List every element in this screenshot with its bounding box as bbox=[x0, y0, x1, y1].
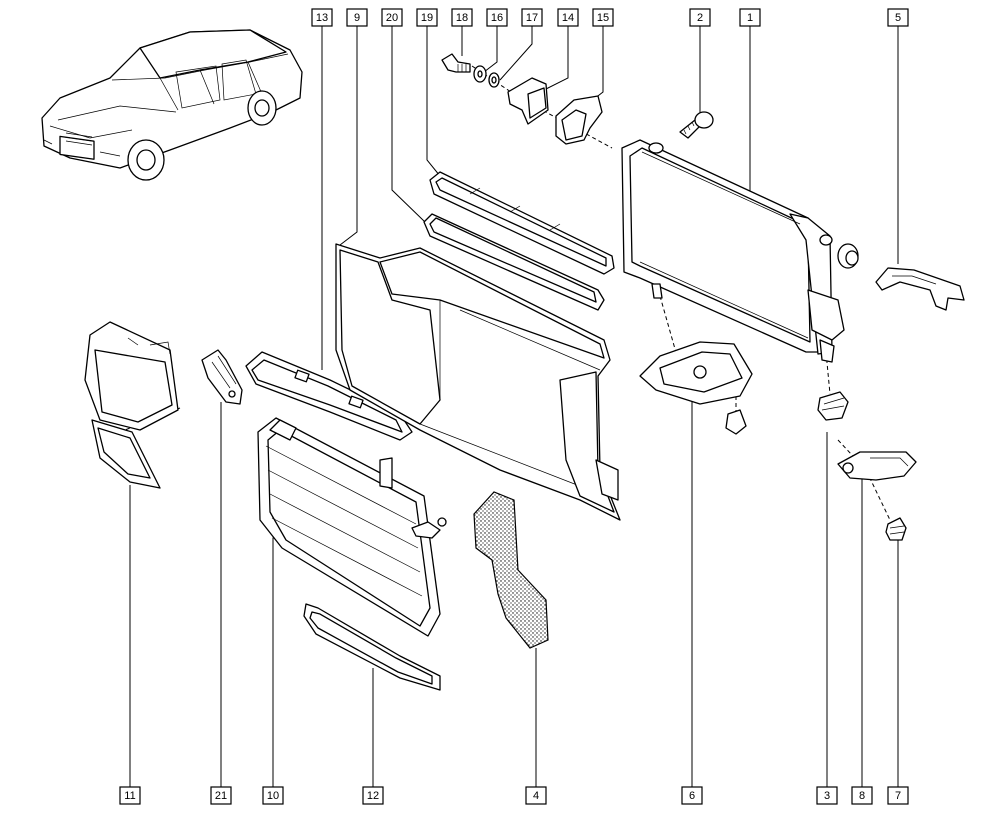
part-1-radiator bbox=[621, 139, 845, 363]
callout-2: 2 bbox=[689, 8, 711, 27]
svg-text:20: 20 bbox=[386, 12, 398, 24]
callout-5: 5 bbox=[887, 8, 909, 27]
svg-text:7: 7 bbox=[895, 790, 901, 802]
part-20-upper-bar bbox=[423, 213, 605, 311]
svg-text:15: 15 bbox=[597, 12, 609, 24]
callout-19: 19 bbox=[416, 8, 438, 27]
callout-14: 14 bbox=[557, 8, 579, 27]
callout-18: 18 bbox=[451, 8, 473, 27]
callout-21: 21 bbox=[210, 786, 232, 805]
part-4-foam-seal bbox=[473, 491, 549, 649]
radiator-cap bbox=[837, 243, 859, 269]
svg-text:5: 5 bbox=[895, 12, 901, 24]
callout-20: 20 bbox=[381, 8, 403, 27]
callout-16: 16 bbox=[486, 8, 508, 27]
callout-7: 7 bbox=[887, 786, 909, 805]
svg-text:6: 6 bbox=[689, 790, 695, 802]
callout-10: 10 bbox=[262, 786, 284, 805]
svg-text:10: 10 bbox=[267, 790, 279, 802]
svg-text:21: 21 bbox=[215, 790, 227, 802]
part-8-lower-bracket bbox=[837, 451, 917, 481]
callout-9: 9 bbox=[346, 8, 368, 27]
svg-text:9: 9 bbox=[354, 12, 360, 24]
callout-13: 13 bbox=[311, 8, 333, 27]
callout-4: 4 bbox=[525, 786, 547, 805]
svg-text:1: 1 bbox=[747, 12, 753, 24]
callout-17: 17 bbox=[521, 8, 543, 27]
callout-8: 8 bbox=[851, 786, 873, 805]
part-13-crossmember bbox=[245, 351, 413, 441]
callout-1: 1 bbox=[739, 8, 761, 27]
part-3-grommet bbox=[817, 391, 849, 421]
part-16-washer bbox=[473, 65, 487, 83]
svg-text:19: 19 bbox=[421, 12, 433, 24]
svg-text:8: 8 bbox=[859, 790, 865, 802]
part-17-washer bbox=[488, 72, 500, 88]
part-7-nut bbox=[885, 517, 907, 541]
part-6-lower-mount bbox=[639, 341, 753, 435]
svg-text:4: 4 bbox=[533, 790, 539, 802]
part-14-bracket bbox=[507, 77, 549, 125]
callout-15: 15 bbox=[592, 8, 614, 27]
part-2-bleed-screw bbox=[679, 111, 714, 139]
svg-text:12: 12 bbox=[367, 790, 379, 802]
part-11-air-deflector bbox=[84, 321, 179, 489]
svg-text:13: 13 bbox=[316, 12, 328, 24]
svg-text:14: 14 bbox=[562, 12, 574, 24]
part-5-mount-bracket bbox=[875, 267, 965, 311]
part-10-condenser bbox=[257, 417, 447, 637]
callout-12: 12 bbox=[362, 786, 384, 805]
svg-text:18: 18 bbox=[456, 12, 468, 24]
part-15-bracket bbox=[555, 95, 603, 145]
svg-text:11: 11 bbox=[124, 790, 135, 802]
part-18-bolt bbox=[441, 53, 471, 73]
svg-text:2: 2 bbox=[697, 12, 703, 24]
callout-3: 3 bbox=[816, 786, 838, 805]
part-12-lower-deflector bbox=[303, 603, 441, 691]
part-21-bracket bbox=[201, 349, 243, 405]
svg-text:17: 17 bbox=[526, 12, 538, 24]
svg-text:16: 16 bbox=[491, 12, 503, 24]
callout-6: 6 bbox=[681, 786, 703, 805]
svg-text:3: 3 bbox=[824, 790, 830, 802]
part-19-upper-panel bbox=[429, 171, 615, 275]
radiator-foot bbox=[651, 283, 663, 299]
part-9-radiator-housing bbox=[335, 243, 621, 521]
callout-11: 11 bbox=[119, 786, 141, 805]
car-thumbnail bbox=[41, 29, 303, 181]
